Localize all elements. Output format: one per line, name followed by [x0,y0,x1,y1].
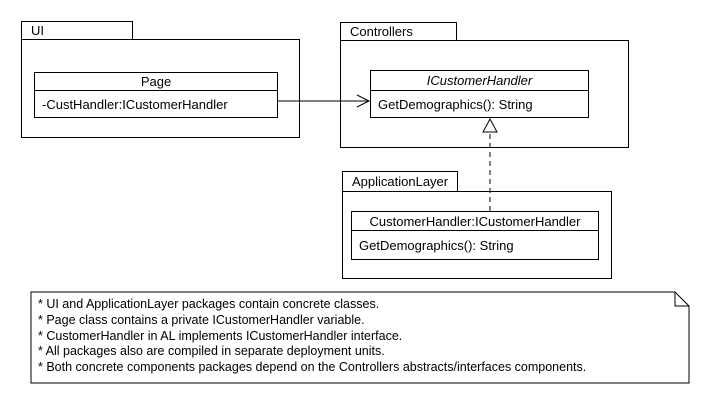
interface-icustomerhandler: ICustomerHandler GetDemographics(): Stri… [370,70,589,118]
interface-icustomerhandler-member: GetDemographics(): String [378,96,533,112]
note-line: * Page class contains a private ICustome… [38,312,365,327]
class-customerhandler-member: GetDemographics(): String [359,237,514,253]
class-page-name: Page [35,73,277,91]
class-customerhandler-name: CustomerHandler:ICustomerHandler [352,212,598,231]
note-line: * CustomerHandler in AL implements ICust… [38,328,403,343]
note-line: * UI and ApplicationLayer packages conta… [38,297,380,311]
package-applicationlayer-label: ApplicationLayer [352,174,449,189]
class-page-member: -CustHandler:ICustomerHandler [42,96,228,112]
package-controllers-tab: Controllers [340,22,457,41]
diagram-note: * UI and ApplicationLayer packages conta… [31,292,689,383]
package-controllers-label: Controllers [350,24,413,39]
interface-icustomerhandler-name: ICustomerHandler [371,71,588,91]
package-ui-label: UI [31,23,44,38]
note-line: * Both concrete components packages depe… [38,360,587,375]
note-line: * All packages also are compiled in sepa… [38,344,385,359]
class-page: Page -CustHandler:ICustomerHandler [34,72,278,118]
package-ui-tab: UI [21,21,133,40]
package-applicationlayer-tab: ApplicationLayer [342,171,458,192]
class-customerhandler: CustomerHandler:ICustomerHandler GetDemo… [351,211,599,260]
